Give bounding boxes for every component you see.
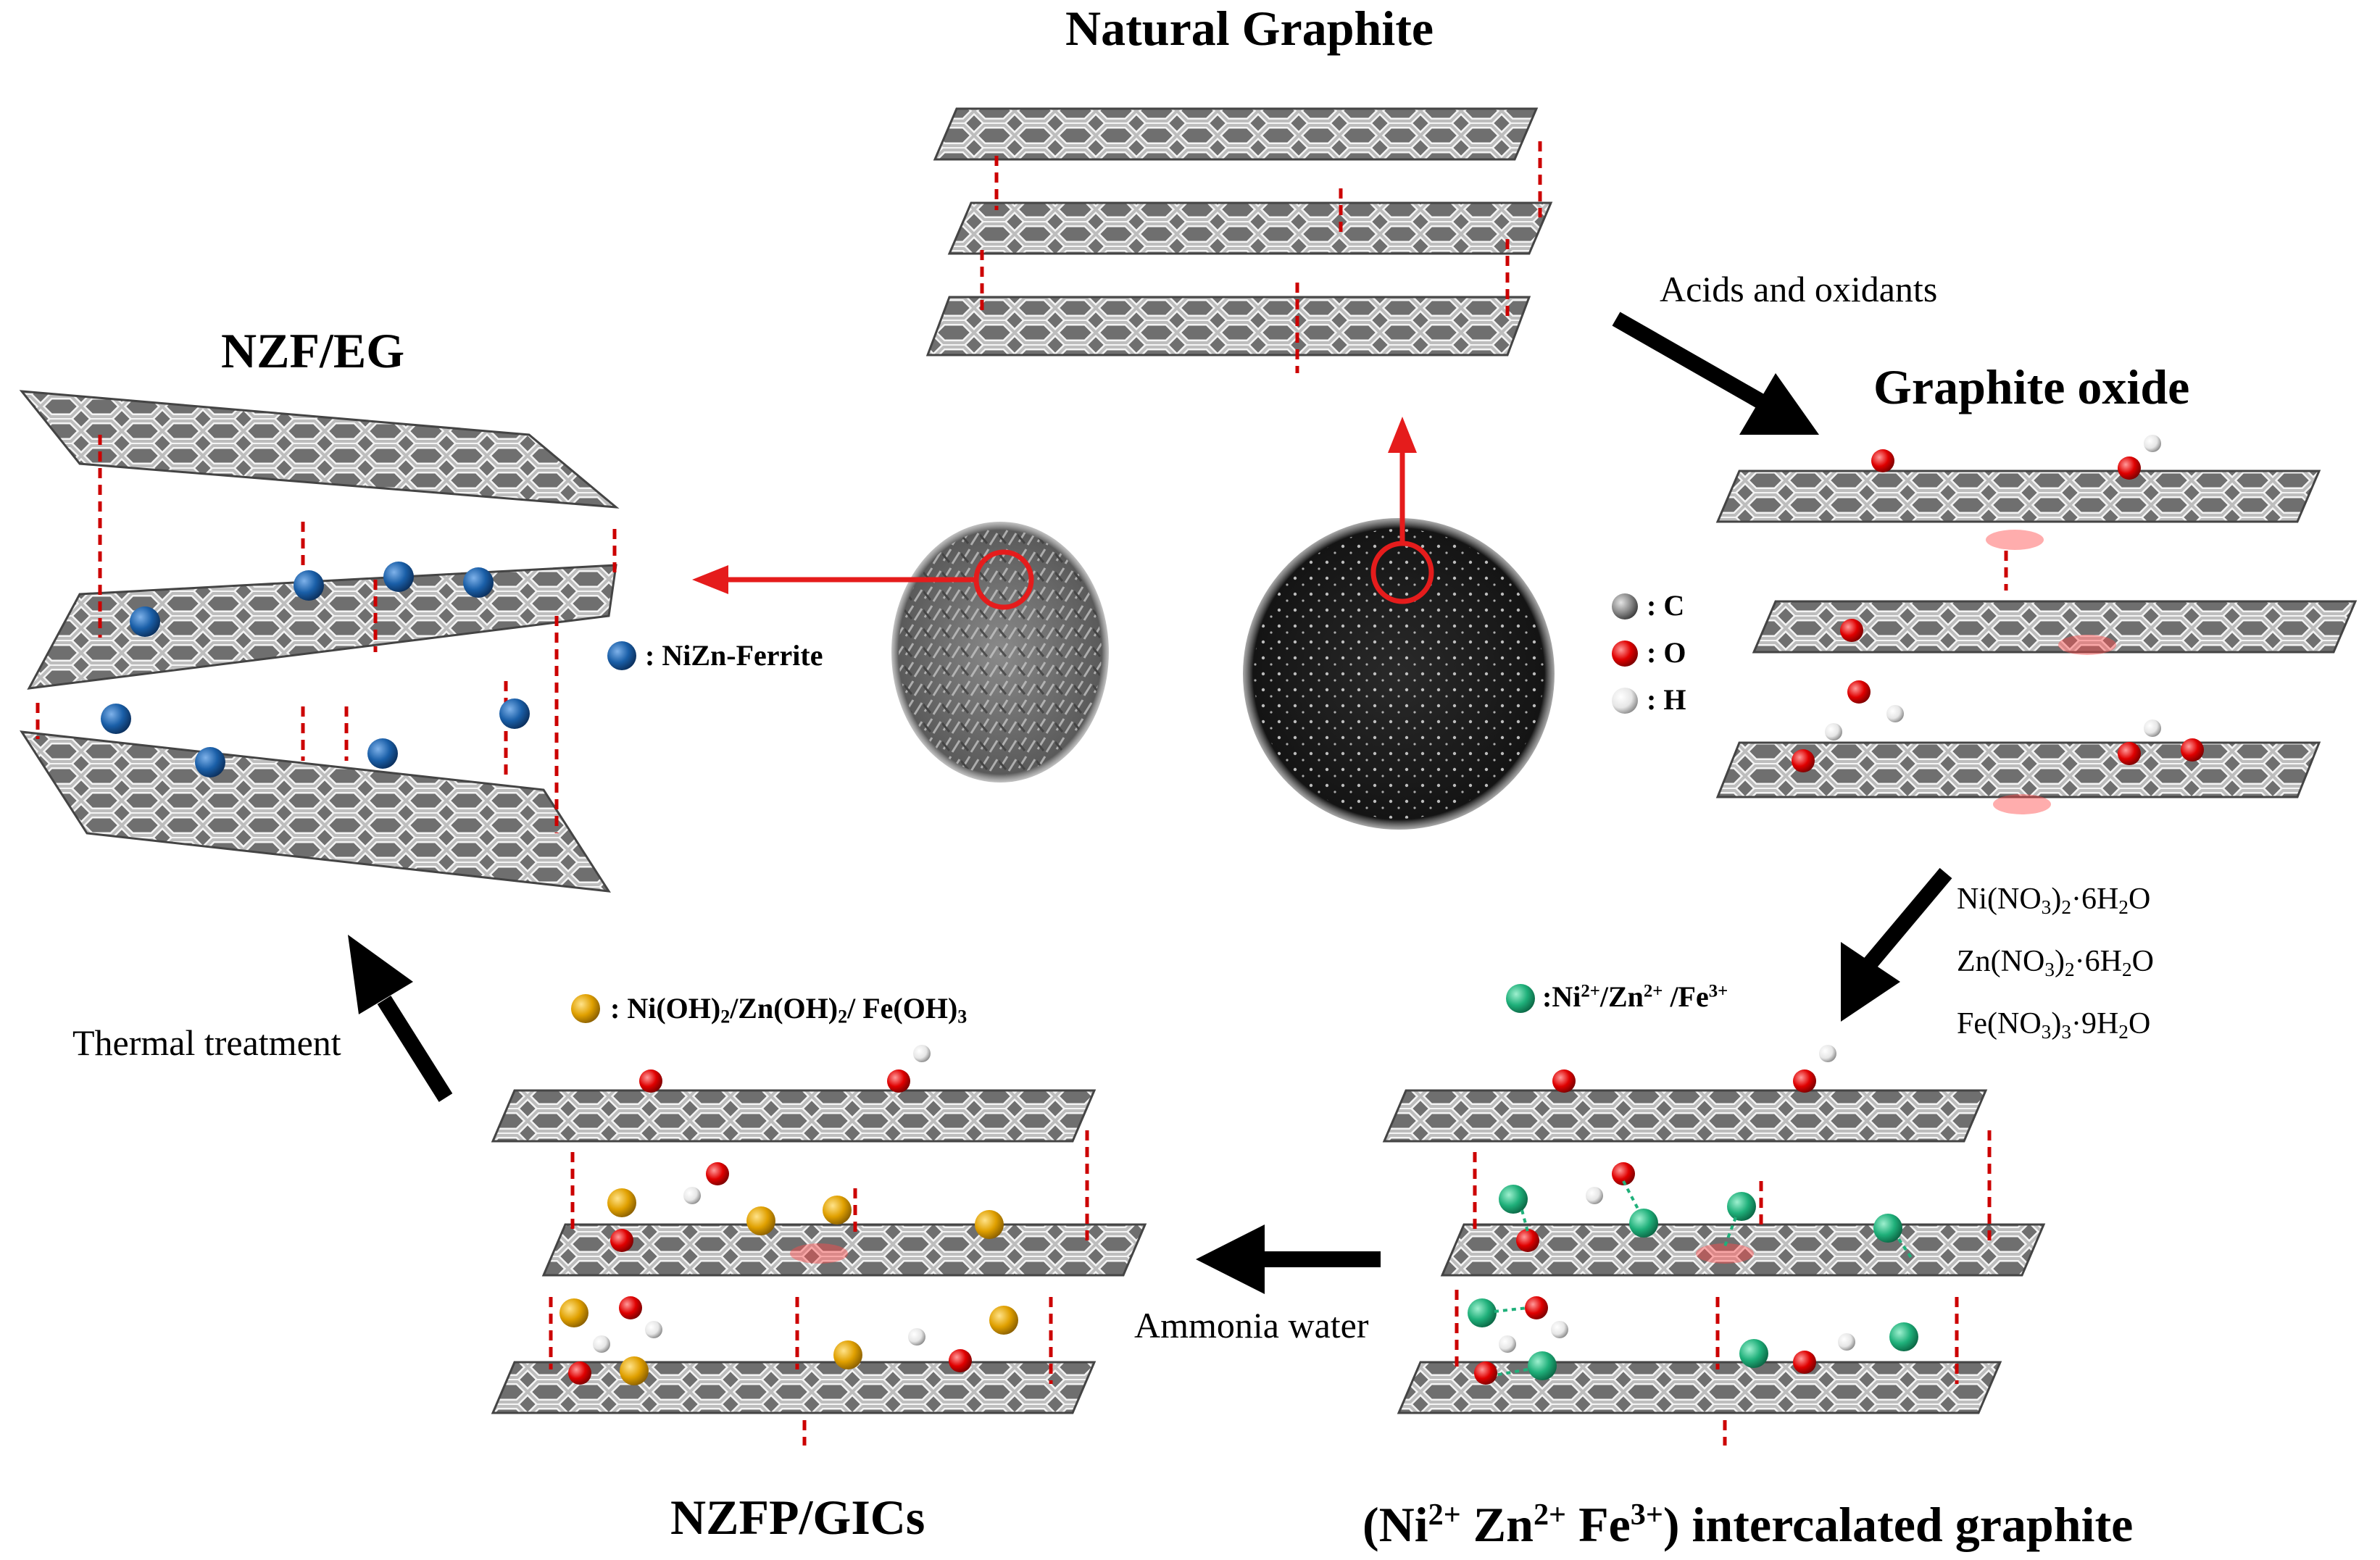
reagent-sub: 2 — [2118, 1021, 2129, 1043]
reagent-sub: 3 — [2041, 1021, 2052, 1043]
reagent-sub: 2 — [2118, 896, 2129, 918]
natural-graphite-structure — [925, 107, 1553, 373]
legend-ions-text: /Zn — [1599, 980, 1644, 1013]
reagent-sub: 3 — [2041, 896, 2052, 918]
intercalated-title-part: (Ni — [1362, 1497, 1428, 1552]
arrow-reagents-down — [1841, 867, 1952, 1022]
legend-hydroxide-text: /Zn(OH) — [730, 992, 839, 1025]
reagent-text: Fe(NO — [1957, 1007, 2042, 1041]
legend-hydroxide-sub: 2 — [838, 1006, 848, 1027]
reagent-text: ) — [2051, 1007, 2062, 1041]
expanded-graphite-photo — [891, 522, 1109, 783]
reagent-text: ) — [2051, 883, 2062, 916]
legend-hydrogen-icon — [1612, 688, 1638, 714]
intercalated-title-part: Zn — [1460, 1497, 1534, 1552]
title-natural-graphite: Natural Graphite — [1065, 1, 1434, 56]
arrow-ammonia-water — [1196, 1225, 1381, 1294]
arrow-zoom-left — [692, 565, 975, 594]
nzfp-gics-structure — [491, 1045, 1147, 1446]
label-ammonia-water: Ammonia water — [1134, 1305, 1369, 1346]
reagent-text: Ni(NO — [1957, 883, 2042, 916]
arrow-zoom-up — [1388, 417, 1417, 543]
reagent-text: O — [2128, 1007, 2151, 1041]
legend-ions-icon — [1506, 984, 1535, 1013]
legend-ferrite-icon — [607, 641, 636, 670]
reagent-text: ) — [2054, 945, 2065, 979]
title-intercalated-graphite: (Ni2+ Zn2+ Fe3+) intercalated graphite — [1362, 1496, 2133, 1553]
reagent-text: Zn(NO — [1957, 945, 2045, 979]
arrow-thermal-treatment — [348, 935, 453, 1102]
reagent-text: ·6H — [2074, 945, 2122, 979]
intercalated-title-sup: 2+ — [1428, 1497, 1461, 1532]
reagent-sub: 3 — [2061, 1021, 2071, 1043]
reagent-sub: 3 — [2044, 958, 2055, 980]
legend-oxygen-icon — [1612, 641, 1638, 667]
arrow-acids-oxidants — [1612, 312, 1819, 435]
legend-ferrite-label: : NiZn-Ferrite — [645, 639, 823, 672]
reagent-text: O — [2131, 945, 2154, 979]
intercalated-graphite-structure — [1382, 1045, 2046, 1446]
legend-ions-text: :Ni — [1542, 980, 1581, 1013]
intercalated-title-sup: 3+ — [1630, 1497, 1663, 1532]
legend-ions-sup: 2+ — [1643, 981, 1663, 1001]
legend-ions-sup: 3+ — [1708, 981, 1728, 1001]
zoom-circle-left — [973, 549, 1034, 610]
legend-carbon-icon — [1612, 593, 1638, 620]
graphite-oxide-structure — [1715, 435, 2358, 814]
nzf-eg-structure — [19, 390, 620, 893]
title-nzfp-gics: NZFP/GICs — [670, 1490, 925, 1545]
legend-ions-sup: 2+ — [1581, 981, 1600, 1001]
legend-hydroxide-label: : Ni(OH)2/Zn(OH)2/ Fe(OH)3 — [610, 994, 967, 1027]
legend-ions-label: :Ni2+/Zn2+ /Fe3+ — [1542, 980, 1728, 1013]
reagent-sub: 2 — [2064, 958, 2075, 980]
reagent-fe-nitrate: Fe(NO3)3·9H2O — [1957, 1009, 2154, 1042]
title-nzf-eg: NZF/EG — [221, 323, 405, 378]
legend-hydroxide-text: / Fe(OH) — [847, 992, 958, 1025]
legend-hydroxide-sub: 3 — [957, 1006, 968, 1027]
legend-hydroxide-text: : Ni(OH) — [610, 992, 721, 1025]
legend-carbon-label: : C — [1647, 589, 1685, 622]
natural-graphite-photo — [1243, 518, 1555, 830]
label-acids-oxidants: Acids and oxidants — [1660, 269, 1938, 309]
legend-hydrogen-label: : H — [1647, 683, 1686, 716]
intercalated-title-sup: 2+ — [1533, 1497, 1567, 1532]
legend-oxygen-label: : O — [1647, 636, 1686, 669]
reagent-zn-nitrate: Zn(NO3)2·6H2O — [1957, 946, 2154, 980]
reagent-sub: 2 — [2061, 896, 2071, 918]
legend-hydroxide-icon — [571, 994, 600, 1023]
reagent-list: Ni(NO3)2·6H2O Zn(NO3)2·6H2O Fe(NO3)3·9H2… — [1957, 884, 2154, 1042]
reagent-text: O — [2128, 883, 2151, 916]
legend-ions-text: /Fe — [1663, 980, 1709, 1013]
intercalated-title-part: Fe — [1566, 1497, 1631, 1552]
intercalated-title-part: ) intercalated graphite — [1663, 1497, 2134, 1552]
legend-hydroxide-sub: 2 — [720, 1006, 731, 1027]
reagent-text: ·9H — [2071, 1007, 2119, 1041]
reagent-sub: 2 — [2121, 958, 2132, 980]
reagent-text: ·6H — [2071, 883, 2119, 916]
reagent-ni-nitrate: Ni(NO3)2·6H2O — [1957, 884, 2154, 917]
title-graphite-oxide: Graphite oxide — [1873, 359, 2190, 414]
label-thermal-treatment: Thermal treatment — [72, 1022, 341, 1063]
